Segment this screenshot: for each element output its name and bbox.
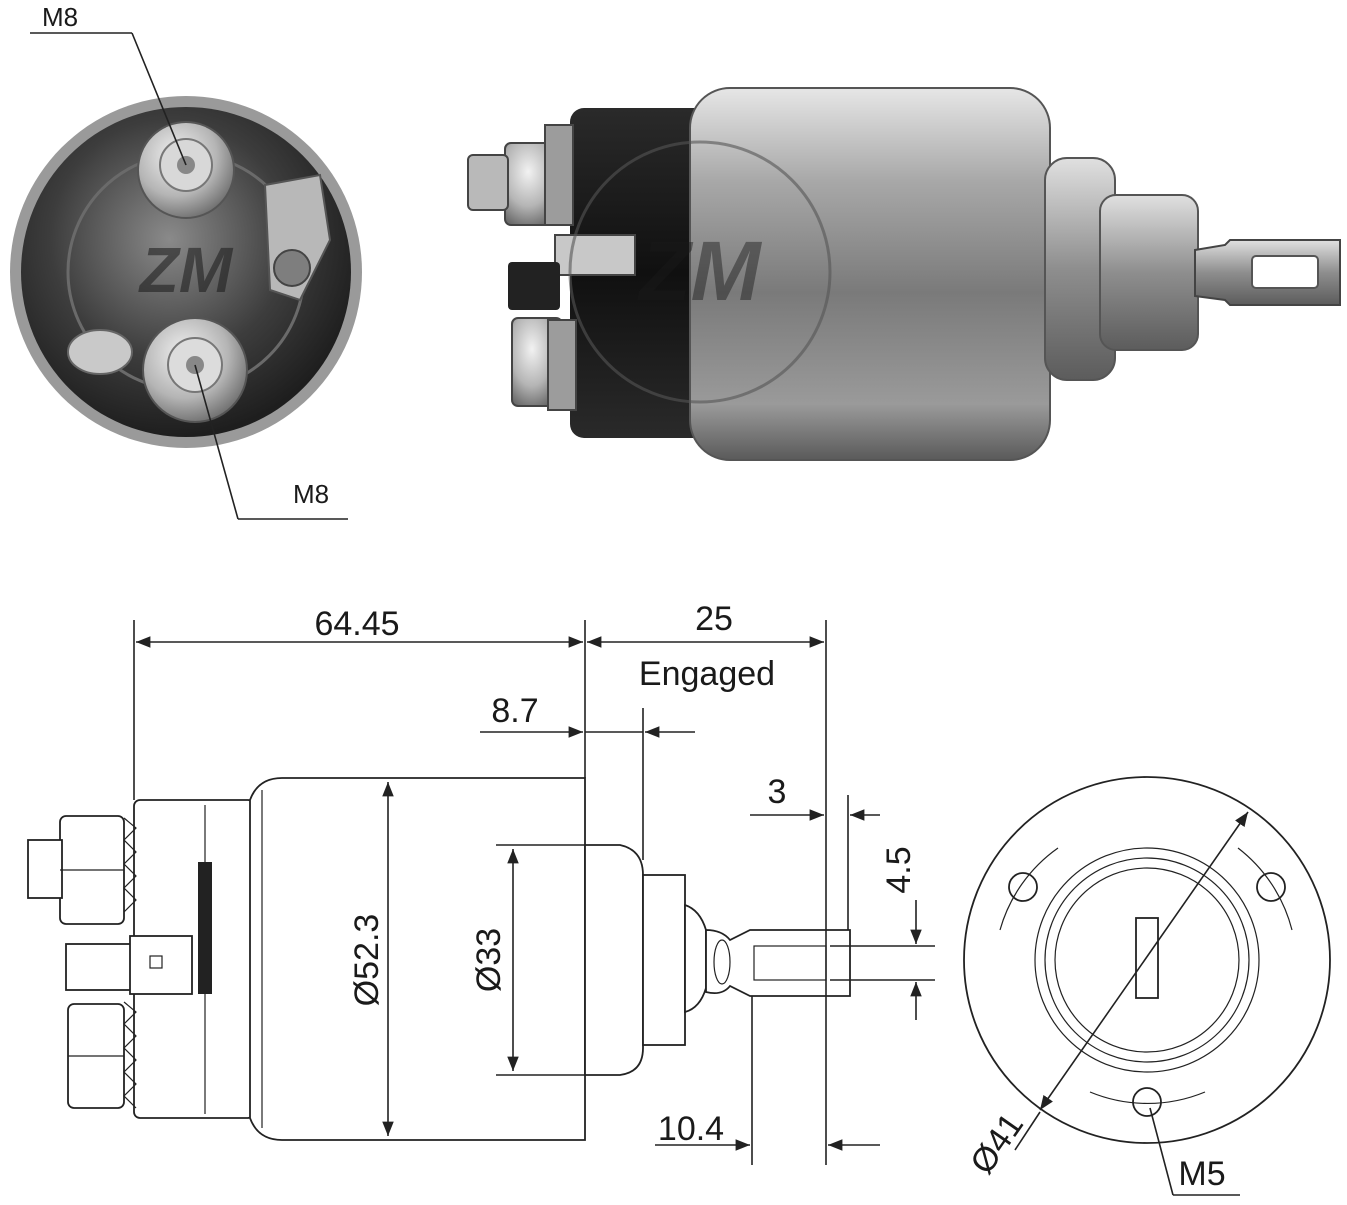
- drawing-spade-base: [65, 943, 137, 991]
- side-view-photo: ZM: [467, 87, 1341, 461]
- end-view-photo: ZM: [10, 96, 362, 448]
- drawing-body-can: [249, 777, 586, 1141]
- drawing-boss-taper: [684, 903, 707, 1014]
- side-spade-terminal: [554, 234, 636, 276]
- label-terminal-bottom: M8: [293, 479, 329, 509]
- side-top-stud: [467, 154, 509, 211]
- leader-mount-thread: [1149, 1107, 1174, 1196]
- drawing-end-cap-seal: [198, 862, 212, 994]
- side-eye-slot: [1251, 255, 1319, 289]
- dim-neck-diameter: Ø33: [470, 928, 508, 992]
- drawing-plunger-neck: [713, 939, 731, 985]
- dim-line-bolt-circle: [1039, 811, 1249, 1111]
- side-spade-base: [508, 262, 560, 310]
- side-bottom-washer: [547, 319, 577, 411]
- side-watermark-ring: [568, 140, 832, 404]
- dim-stroke: 25: [695, 600, 733, 638]
- side-end-cap: [570, 108, 710, 438]
- front-mount-hole-right: [1256, 872, 1286, 902]
- side-watermark-logo: ZM: [637, 224, 762, 318]
- dim-overall-length: 64.45: [314, 605, 399, 643]
- dim-stroke-note: Engaged: [639, 655, 775, 693]
- technical-side-drawing: 64.45 25 Engaged 8.7 Ø52.3 Ø33 3 4.5: [27, 600, 935, 1165]
- side-top-washer: [544, 124, 574, 226]
- bottom-terminal-tab: [67, 329, 133, 375]
- dim-bolt-circle: Ø41: [963, 1106, 1031, 1180]
- drawing-boss: [642, 874, 686, 1046]
- side-plunger-sleeve: [1099, 194, 1199, 351]
- dim-eye-length: 10.4: [658, 1110, 724, 1148]
- dim-eye-offset: 3: [768, 773, 787, 811]
- drawing-spade-hole: [149, 955, 163, 969]
- dim-line-bolt-circle-ext: [1014, 1111, 1041, 1151]
- dim-flange-offset: 8.7: [491, 692, 538, 730]
- drawing-plunger-eye: [705, 929, 851, 997]
- dim-eye-width: 4.5: [880, 846, 918, 893]
- label-bottom-leader: [194, 364, 239, 520]
- drawing-spade-terminal: [129, 935, 193, 995]
- drawing-top-spring-washer: [123, 817, 137, 913]
- label-terminal-top: M8: [42, 2, 78, 32]
- drawing-top-stud: [27, 839, 63, 899]
- drawing-neck: [584, 844, 644, 1076]
- front-mount-hole-bottom: [1132, 1087, 1162, 1117]
- watermark-logo: ZM: [138, 234, 234, 306]
- spade-rivet: [273, 249, 311, 287]
- drawing-bottom-spring-washer: [123, 1001, 137, 1109]
- label-top-leader: [131, 32, 187, 166]
- dim-body-diameter: Ø52.3: [348, 914, 386, 1007]
- technical-front-drawing: Ø41 M5: [963, 776, 1331, 1196]
- dim-mount-thread: M5: [1178, 1155, 1225, 1193]
